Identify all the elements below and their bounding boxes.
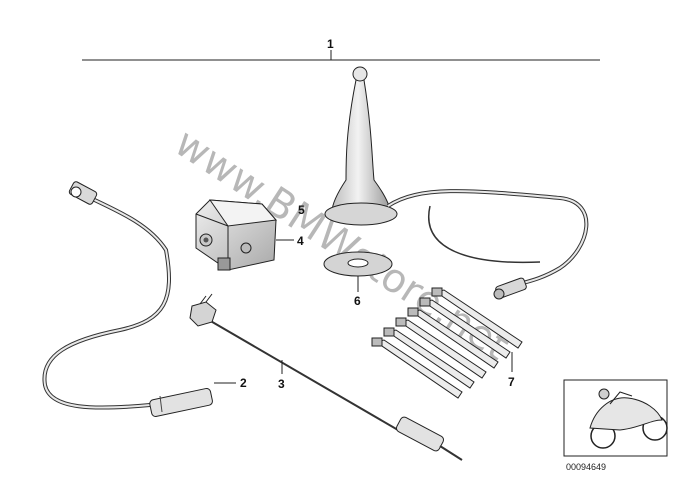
label-part-4: 4 bbox=[297, 234, 304, 248]
part-7-cable-ties bbox=[371, 287, 523, 399]
part-2-coax-cable bbox=[42, 181, 213, 418]
label-assembly-1: 1 bbox=[327, 37, 334, 51]
label-part-6: 6 bbox=[354, 294, 361, 308]
label-part-3: 3 bbox=[278, 377, 285, 391]
part-5-antenna bbox=[324, 66, 589, 300]
part-4-amplifier-box bbox=[195, 199, 277, 271]
label-part-2: 2 bbox=[240, 376, 247, 390]
motorcycle-thumbnail bbox=[563, 379, 668, 457]
assembly-header: 1 bbox=[82, 37, 600, 61]
label-part-7: 7 bbox=[508, 375, 515, 389]
part-3-adapter-cable bbox=[189, 293, 463, 461]
part-6-washer bbox=[323, 251, 393, 277]
drawing-code: 00094649 bbox=[566, 462, 606, 472]
label-part-5: 5 bbox=[298, 203, 305, 217]
